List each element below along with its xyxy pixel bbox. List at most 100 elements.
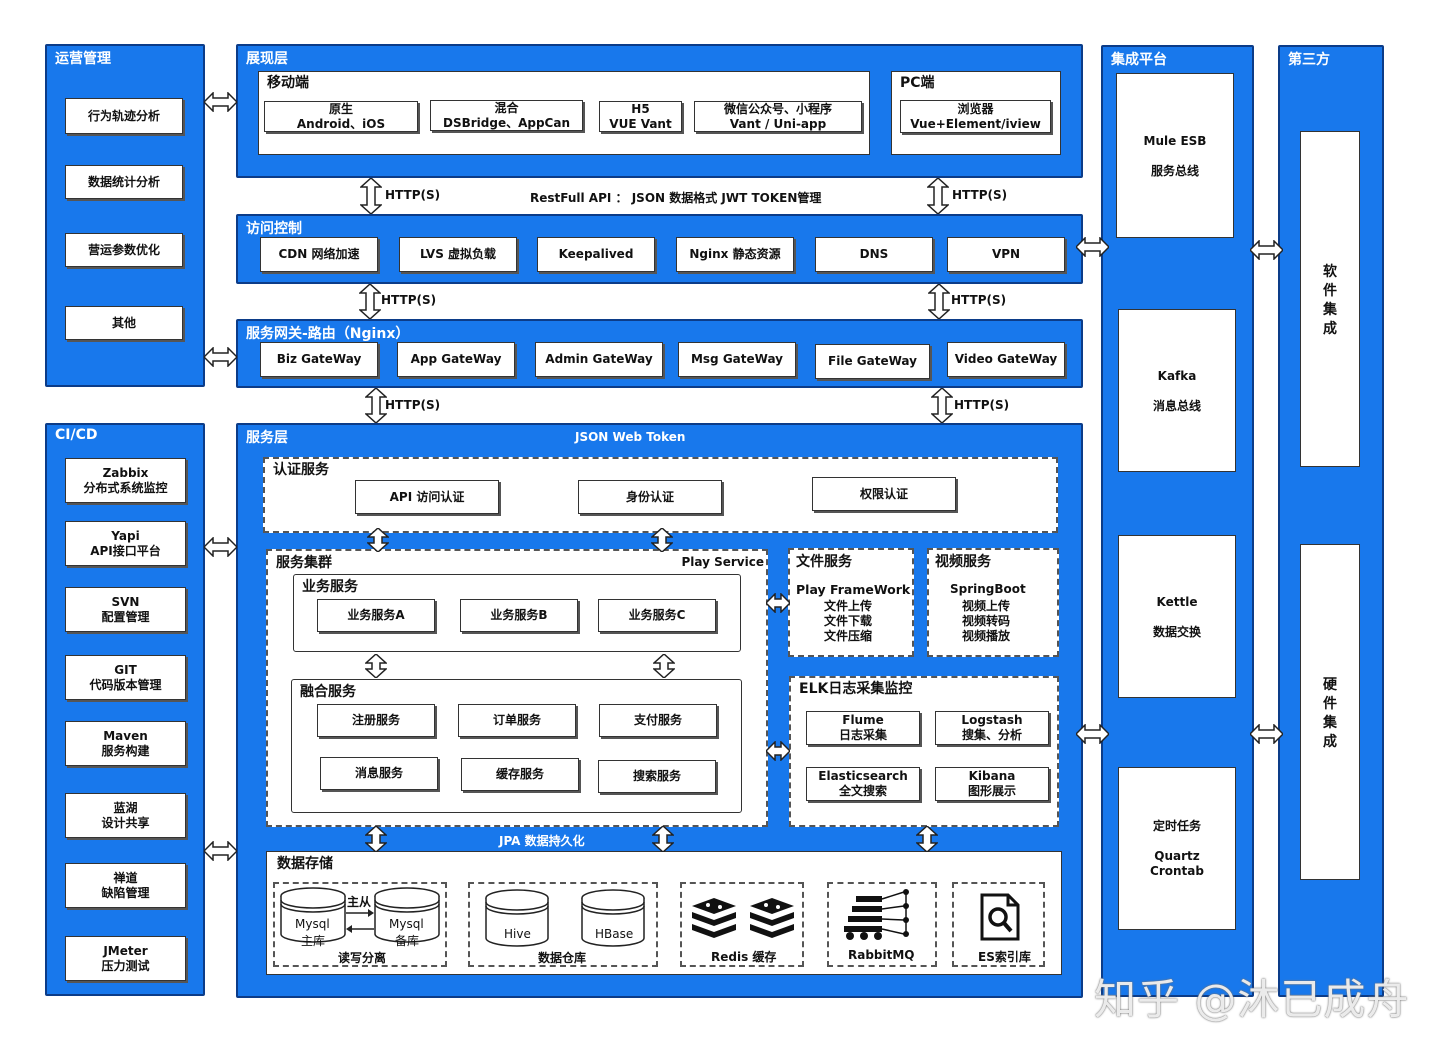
fusion-order[interactable]: 订单服务 — [458, 704, 576, 737]
cluster-file-arrow — [766, 593, 790, 613]
redis-label: Redis 缓存 — [711, 950, 777, 964]
access-keepalived[interactable]: Keepalived — [537, 237, 655, 272]
integration-thirdparty-arrow-a — [1250, 240, 1283, 260]
access-integration-arrow — [1076, 237, 1109, 257]
video-line-upload: 视频上传 — [962, 599, 1011, 613]
access-vpn[interactable]: VPN — [947, 237, 1065, 272]
hive-label: Hive — [504, 927, 531, 941]
biz-service-a[interactable]: 业务服务A — [317, 599, 435, 632]
auth-permission[interactable]: 权限认证 — [812, 477, 956, 511]
cluster-storage-arrow-a — [365, 826, 387, 852]
biz-service-b[interactable]: 业务服务B — [460, 599, 578, 632]
cicd-item-zentao[interactable]: 禅道缺陷管理 — [65, 863, 186, 908]
access-dns[interactable]: DNS — [815, 237, 933, 272]
cicd-service-arrow-b — [204, 841, 237, 861]
mysql-slave-icon — [374, 887, 440, 943]
gateway-app[interactable]: App GateWay — [397, 342, 515, 377]
ops-item-trajectory[interactable]: 行为轨迹分析 — [65, 98, 183, 134]
cluster-title: 服务集群 — [276, 555, 332, 571]
ops-item-param-opt[interactable]: 营运参数优化 — [65, 233, 183, 267]
cicd-item-lanhu[interactable]: 蓝湖设计共享 — [65, 793, 186, 838]
http-label-2b: HTTP(S) — [951, 293, 1007, 307]
mysql-master-role: 主库 — [301, 934, 326, 948]
cicd-title: CI/CD — [55, 427, 98, 443]
access-cdn[interactable]: CDN 网络加速 — [260, 237, 378, 272]
http-label-3a: HTTP(S) — [385, 398, 441, 412]
file-line-download: 文件下载 — [824, 614, 873, 628]
file-line-upload: 文件上传 — [824, 599, 873, 613]
fusion-title: 融合服务 — [300, 684, 356, 700]
rw-split-label: 读写分离 — [338, 951, 387, 965]
biz-fusion-arrow-a — [365, 654, 387, 678]
cicd-service-arrow-a — [204, 537, 237, 557]
layer-arrow-3b — [931, 388, 953, 423]
fusion-cache[interactable]: 缓存服务 — [461, 758, 579, 791]
redis-group — [680, 882, 804, 967]
gateway-video[interactable]: Video GateWay — [947, 342, 1065, 377]
fusion-search[interactable]: 搜索服务 — [598, 760, 716, 793]
elk-title: ELK日志采集监控 — [799, 681, 913, 697]
biz-title: 业务服务 — [302, 579, 358, 595]
video-group: 视频服务 — [927, 548, 1059, 657]
hbase-label: HBase — [595, 927, 634, 941]
thirdparty-software[interactable] — [1300, 131, 1360, 467]
integration-title: 集成平台 — [1111, 52, 1167, 68]
ops-item-other[interactable]: 其他 — [65, 306, 183, 340]
ops-title: 运营管理 — [55, 51, 111, 67]
mysql-master-icon — [280, 887, 346, 943]
auth-identity[interactable]: 身份认证 — [578, 480, 722, 514]
auth-api[interactable]: API 访问认证 — [355, 480, 499, 514]
warehouse-label: 数据仓库 — [538, 951, 587, 965]
layer-arrow-2a — [359, 284, 381, 319]
layer-arrow-1b — [927, 178, 949, 214]
integration-thirdparty-arrow-b — [1250, 724, 1283, 744]
gateway-admin[interactable]: Admin GateWay — [535, 342, 663, 377]
thirdparty-title: 第三方 — [1288, 52, 1330, 68]
service-integration-arrow — [1076, 724, 1109, 744]
redis-icon — [692, 898, 794, 938]
access-lvs[interactable]: LVS 虚拟负载 — [399, 237, 517, 272]
mobile-title: 移动端 — [267, 75, 309, 91]
video-line-play: 视频播放 — [962, 629, 1011, 643]
biz-service-c[interactable]: 业务服务C — [598, 599, 716, 632]
gateway-file[interactable]: File GateWay — [815, 344, 930, 379]
jpa-label: JPA 数据持久化 — [499, 834, 585, 848]
thirdparty-hardware-label: 硬件集成 — [1323, 677, 1337, 750]
access-nginx[interactable]: Nginx 静态资源 — [676, 237, 794, 272]
fusion-register[interactable]: 注册服务 — [317, 704, 435, 737]
video-line-transcode: 视频转码 — [962, 614, 1011, 628]
thirdparty-hardware[interactable] — [1300, 544, 1360, 880]
fusion-message[interactable]: 消息服务 — [320, 757, 438, 790]
gateway-msg[interactable]: Msg GateWay — [678, 342, 796, 377]
service-title: 服务层 — [246, 430, 288, 446]
ops-item-statistics[interactable]: 数据统计分析 — [65, 165, 183, 199]
pc-title: PC端 — [900, 75, 935, 91]
gateway-title: 服务网关-路由（Nginx） — [246, 326, 410, 342]
video-title: 视频服务 — [935, 554, 991, 570]
gateway-biz[interactable]: Biz GateWay — [260, 342, 378, 377]
auth-cluster-arrow-b — [651, 528, 673, 552]
rabbitmq-label: RabbitMQ — [848, 948, 915, 962]
fusion-payment[interactable]: 支付服务 — [599, 704, 717, 737]
master-slave-label: 主从 — [347, 895, 372, 909]
access-title: 访问控制 — [246, 221, 302, 237]
